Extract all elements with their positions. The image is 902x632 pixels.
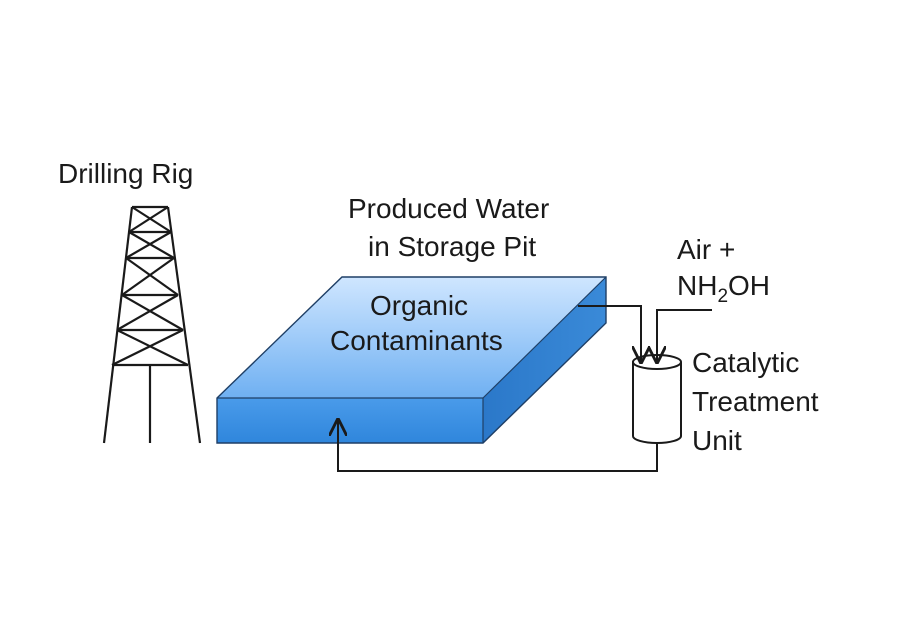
drilling-rig-label: Drilling Rig bbox=[58, 158, 193, 189]
reagent-label-line1: Air + bbox=[677, 234, 735, 265]
flow-arrow-pit-to-unit bbox=[578, 305, 641, 362]
organic-contaminants-line1: Organic bbox=[370, 290, 468, 321]
organic-contaminants-line2: Contaminants bbox=[330, 325, 503, 356]
drilling-rig-icon bbox=[102, 205, 202, 444]
flow-lines bbox=[338, 305, 712, 472]
pit-top-face bbox=[217, 277, 606, 398]
reagent-label-line2: NH2OH bbox=[677, 270, 770, 307]
reagent-nh: NH bbox=[677, 270, 717, 301]
pit-front-face bbox=[217, 398, 483, 443]
reagent-oh: OH bbox=[728, 270, 770, 301]
produced-water-label-line2: in Storage Pit bbox=[368, 231, 536, 262]
produced-water-label-line1: Produced Water bbox=[348, 193, 549, 224]
catalytic-label-line1: Catalytic bbox=[692, 347, 799, 378]
catalytic-label-line2: Treatment bbox=[692, 386, 819, 417]
flow-arrow-reagent-feed bbox=[657, 309, 712, 362]
catalytic-label-line3: Unit bbox=[692, 425, 742, 456]
flow-arrow-return bbox=[338, 420, 658, 472]
storage-pit bbox=[216, 276, 607, 444]
pit-side-face bbox=[483, 277, 606, 443]
catalytic-unit-icon bbox=[632, 354, 682, 444]
reagent-subscript: 2 bbox=[717, 286, 728, 307]
